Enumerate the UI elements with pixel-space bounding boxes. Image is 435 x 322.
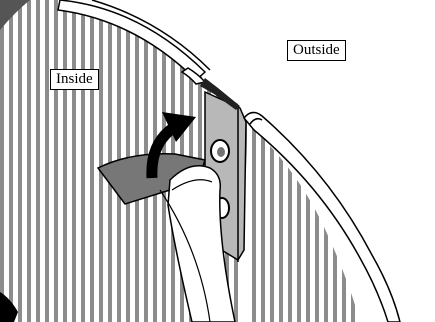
outside-wall	[246, 122, 360, 322]
label-inside: Inside	[50, 69, 99, 90]
curved-arrow-icon	[146, 112, 196, 179]
inserted-tube	[167, 165, 236, 322]
seal-tube-right	[243, 111, 401, 322]
corner-shadow	[0, 0, 30, 30]
label-outside: Outside	[287, 40, 346, 61]
